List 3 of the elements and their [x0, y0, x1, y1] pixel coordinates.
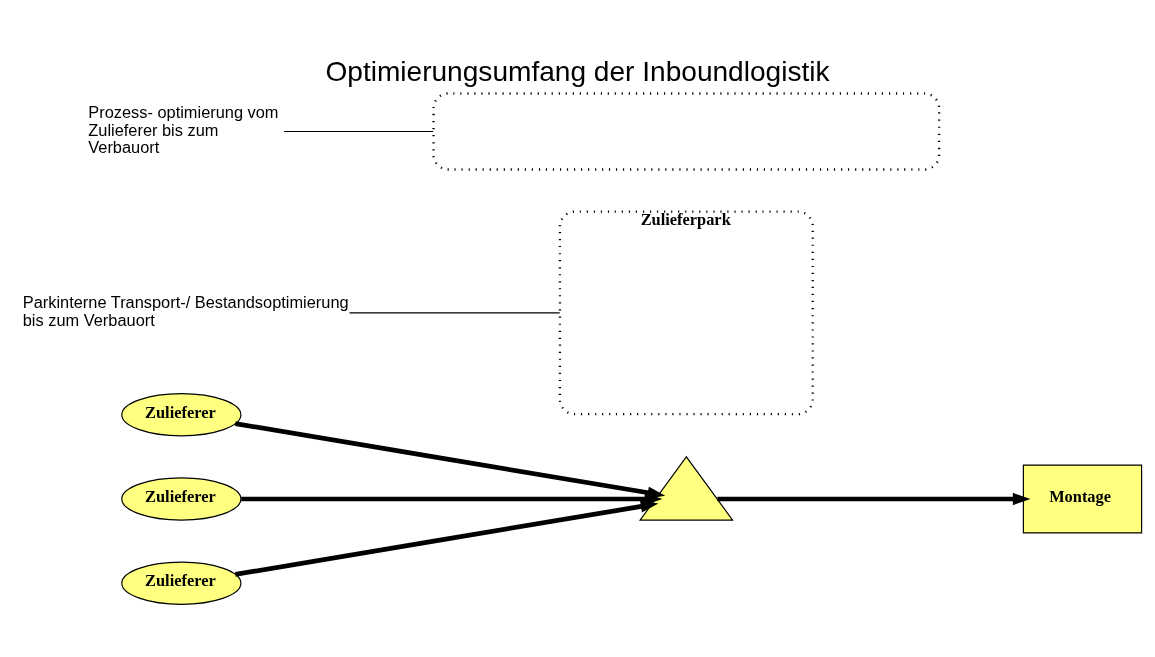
node-text: Prozess- optimierung vom Zulieferer bis zum Verbauort [88, 102, 279, 156]
node-text: Parkinterne Transport-/ Bestandsoptimierung bis zum Verbauort [22, 292, 349, 329]
diagram-title: Optimierungsumfang der Inboundlogistik [325, 55, 830, 87]
